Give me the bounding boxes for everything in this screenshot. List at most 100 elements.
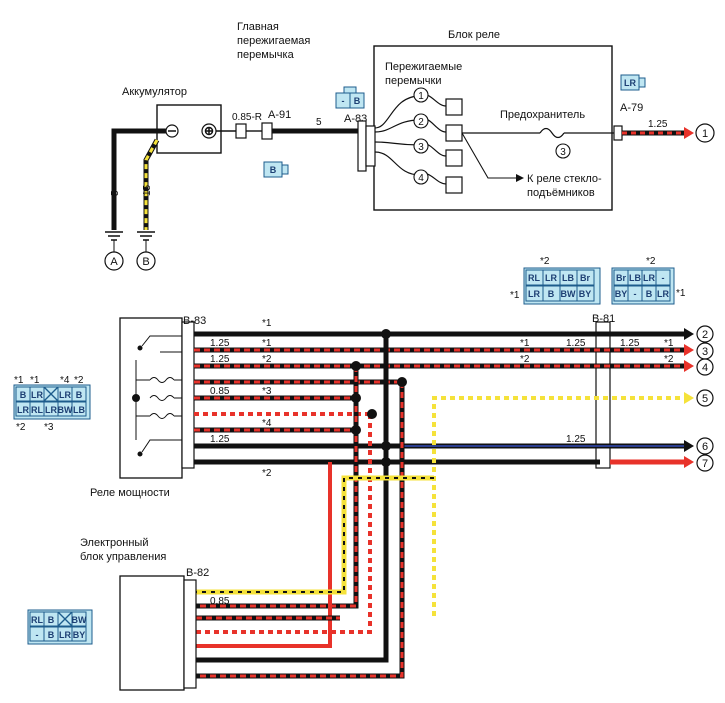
svg-text:1: 1	[418, 91, 424, 102]
svg-text:BW: BW	[561, 289, 576, 299]
note-b83-b: *1	[30, 375, 40, 386]
battery-label: Аккумулятор	[122, 86, 187, 98]
wire-125-label-d: 1.25	[566, 338, 586, 349]
svg-text:BY: BY	[579, 289, 592, 299]
svg-text:B: B	[48, 615, 55, 625]
connector-b83-label: B-83	[183, 315, 206, 327]
svg-text:B: B	[548, 289, 555, 299]
svg-text:LR: LR	[45, 405, 57, 415]
power-relay-box	[119, 317, 183, 479]
output-4-marker	[696, 358, 714, 376]
output-2-marker	[696, 325, 714, 343]
note-wire-f: *2	[262, 468, 272, 479]
connector-b81-body	[595, 321, 611, 469]
battery-ground-wire-a	[111, 128, 166, 230]
svg-text:5: 5	[702, 393, 708, 405]
note-wire-j: *2	[664, 354, 674, 365]
svg-text:3: 3	[702, 346, 708, 358]
svg-text:LR: LR	[59, 630, 71, 640]
main-fusible-link-label-3: перемычка	[237, 49, 295, 61]
svg-text:LB: LB	[73, 405, 85, 415]
fusible-links-label-1: Пережигаемые	[385, 61, 462, 73]
wire-125-label-b: 1.25	[210, 354, 230, 365]
svg-text:B: B	[76, 390, 83, 400]
note-wire-b: *1	[262, 338, 272, 349]
fusible-link-3-marker	[413, 138, 429, 154]
ground-a-icon	[104, 231, 124, 271]
svg-text:RL: RL	[31, 615, 43, 625]
wire-125-label-c: 1.25	[210, 434, 230, 445]
ecu-box	[119, 575, 185, 691]
svg-text:BY: BY	[73, 630, 86, 640]
fuse-label: Предохранитель	[500, 109, 585, 121]
connector-a79-pinout: LR	[620, 74, 646, 91]
svg-text:BW: BW	[72, 615, 87, 625]
svg-text:LR: LR	[59, 390, 71, 400]
connector-b82-label: B-82	[186, 567, 209, 579]
note-b81-left-side: *1	[510, 290, 520, 301]
svg-text:LR: LR	[528, 289, 540, 299]
power-relay-internals	[132, 335, 182, 457]
note-wire-g: *1	[520, 338, 530, 349]
connector-a79-body	[613, 125, 623, 141]
svg-text:-: -	[662, 273, 665, 283]
svg-text:BW: BW	[58, 405, 73, 415]
note-b81-left-top: *2	[540, 256, 550, 267]
fusible-link-1-marker	[413, 87, 429, 103]
power-relay-label: Реле мощности	[90, 487, 170, 499]
connector-b83-body	[181, 321, 195, 469]
to-window-relay-label-1: К реле стекло-	[527, 173, 602, 185]
fusible-link-2-marker	[413, 113, 429, 129]
svg-text:LB: LB	[562, 273, 574, 283]
connector-b81-label: B-81	[592, 313, 615, 325]
svg-text:LB: LB	[629, 273, 641, 283]
svg-text:B: B	[646, 289, 653, 299]
wire-to-output-5	[432, 396, 686, 616]
svg-text:LR: LR	[31, 390, 43, 400]
svg-text:-: -	[36, 630, 39, 640]
main-fusible-link-label-1: Главная	[237, 21, 279, 33]
wire-125-label-e: 1.25	[620, 338, 640, 349]
fuse-symbol	[539, 127, 565, 139]
svg-text:Br: Br	[580, 273, 590, 283]
svg-text:BY: BY	[615, 289, 628, 299]
wire-125-label-a: 1.25	[210, 338, 230, 349]
ground-b-icon	[136, 231, 156, 271]
vertical-wire-red-330	[196, 462, 332, 648]
note-b83-c: *4	[60, 375, 70, 386]
wire-085-label-a: 0.85	[210, 386, 230, 397]
fusible-link-4-marker	[413, 169, 429, 185]
note-b83-d: *2	[74, 375, 84, 386]
svg-text:LR: LR	[643, 273, 655, 283]
wire-15-label: 15	[142, 184, 153, 196]
svg-text:3: 3	[418, 142, 424, 153]
fusible-links-label-2: перемычки	[385, 75, 441, 87]
note-b83-e: *2	[16, 422, 26, 433]
ecu-label-1: Электронный	[80, 537, 149, 549]
fusible-link-element	[235, 123, 247, 139]
svg-text:1: 1	[702, 128, 708, 140]
svg-text:RL: RL	[528, 273, 540, 283]
output-5-marker	[696, 389, 714, 407]
to-window-relay-label-2: подъёмников	[527, 187, 595, 199]
connector-b82-pinout: RL B BW - B LR BY	[27, 609, 93, 645]
connector-a79-label: A-79	[620, 102, 643, 114]
svg-text:Br: Br	[616, 273, 626, 283]
connector-b83-pinout: B LR LR B LR RL LR BW LB	[13, 384, 91, 420]
svg-text:4: 4	[702, 362, 708, 374]
ground-b-label: B	[142, 256, 149, 268]
ecu-label-2: блок управления	[80, 551, 166, 563]
svg-text:3: 3	[560, 147, 566, 158]
note-wire-e: *4	[262, 418, 272, 429]
main-fusible-link-label-2: пережигаемая	[237, 35, 310, 47]
svg-text:6: 6	[702, 441, 708, 453]
note-wire-i: *1	[664, 338, 674, 349]
svg-text:-: -	[634, 289, 637, 299]
vertical-wire-yellow	[196, 475, 434, 595]
svg-text:LR: LR	[657, 289, 669, 299]
wire-125-out-label: 1.25	[648, 119, 668, 130]
output-6-marker	[696, 437, 714, 455]
connector-b81-pinout-right: Br LB LR - BY - B LR	[611, 267, 675, 305]
svg-text:B: B	[270, 165, 277, 175]
